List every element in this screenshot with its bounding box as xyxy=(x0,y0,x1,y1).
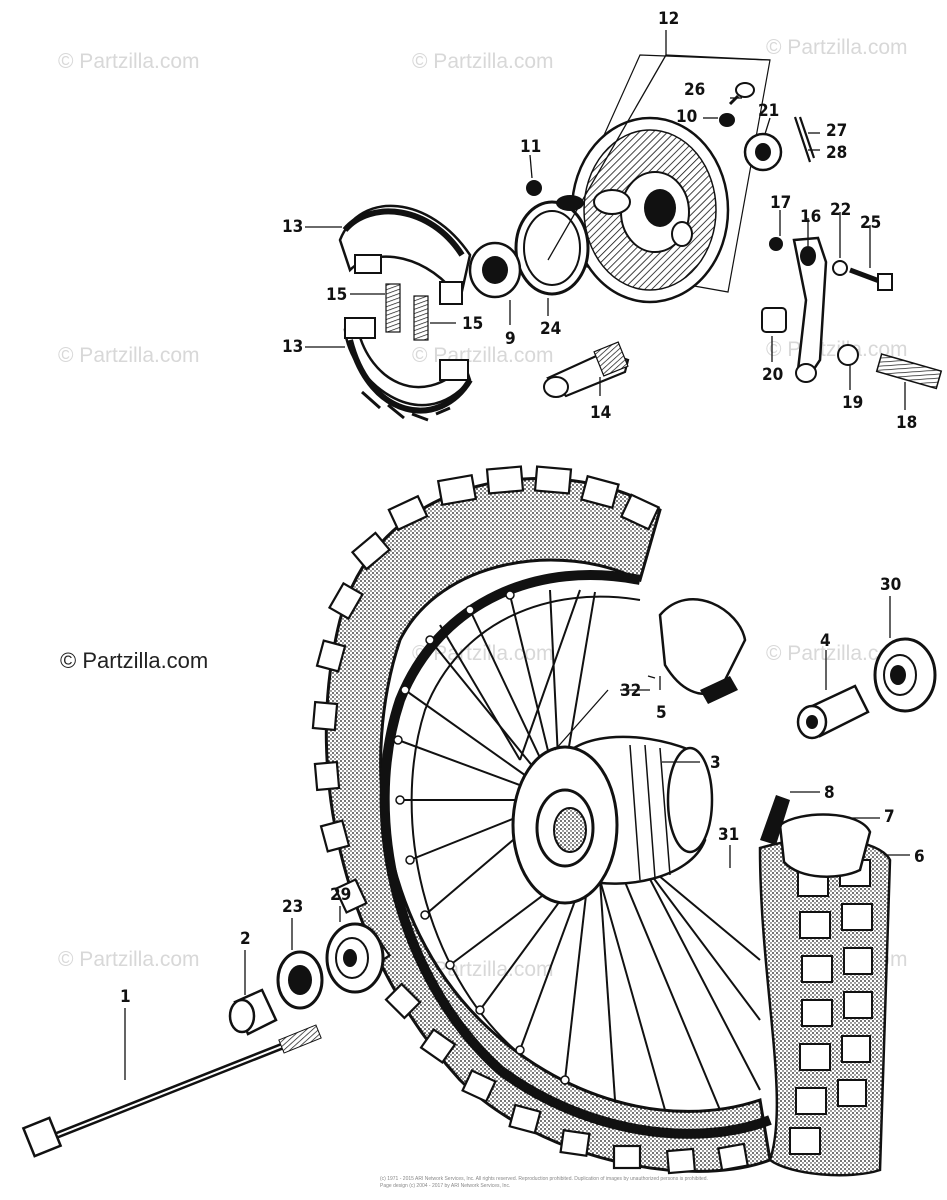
callout-5: 5 xyxy=(656,703,667,723)
callout-27: 27 xyxy=(826,121,847,141)
distance-collar xyxy=(796,684,870,740)
axle xyxy=(21,1024,322,1158)
rim xyxy=(379,570,772,1139)
callout-31: 31 xyxy=(718,825,739,845)
watermark: © Partzilla.com xyxy=(58,50,200,73)
callout-19: 19 xyxy=(842,393,863,413)
tire-section xyxy=(758,837,892,1177)
screw xyxy=(728,82,755,106)
callout-15: 15 xyxy=(326,285,347,305)
oil-seal xyxy=(276,950,324,1010)
brake-cam xyxy=(543,341,630,398)
callout-12: 12 xyxy=(658,9,679,29)
castle-nut xyxy=(743,132,783,172)
washer xyxy=(832,260,848,276)
inner-tube xyxy=(778,813,872,878)
copyright-line: (c) 1971 - 2015 ARI Network Services, In… xyxy=(380,1176,708,1182)
callout-14: 14 xyxy=(590,403,611,423)
callout-21: 21 xyxy=(758,101,779,121)
callout-8: 8 xyxy=(824,783,835,803)
collar xyxy=(837,344,859,366)
callout-3: 3 xyxy=(710,753,721,773)
cap-nut xyxy=(719,113,735,127)
callout-9: 9 xyxy=(505,329,516,349)
callout-32: 32 xyxy=(620,681,641,701)
small-nut xyxy=(526,180,542,196)
brake-panel xyxy=(547,54,771,304)
callout-29: 29 xyxy=(330,885,351,905)
brake-shoe-lower xyxy=(343,317,473,422)
pivot-bolt xyxy=(761,307,787,333)
callout-1: 1 xyxy=(120,987,131,1007)
watermark-prominent: © Partzilla.com xyxy=(60,648,209,673)
shoe-spring xyxy=(385,283,401,333)
brake-arm xyxy=(792,236,828,383)
copyright-footer: (c) 1971 - 2015 ARI Network Services, In… xyxy=(380,1176,780,1190)
leader-lines xyxy=(124,30,910,1080)
callout-7: 7 xyxy=(884,807,895,827)
axle-nut xyxy=(468,241,522,299)
callout-23: 23 xyxy=(282,897,303,917)
tube-section xyxy=(658,598,747,696)
callout-25: 25 xyxy=(860,213,881,233)
callout-22: 22 xyxy=(830,200,851,220)
bolt xyxy=(849,267,893,291)
hub xyxy=(511,735,714,905)
spacer xyxy=(228,988,278,1036)
watermark: © Partzilla.com xyxy=(766,642,908,665)
watermark: © Partzilla.com xyxy=(412,50,554,73)
callout-16: 16 xyxy=(800,207,821,227)
watermark: © Partzilla.com xyxy=(766,36,908,59)
callout-2: 2 xyxy=(240,929,251,949)
right-bearing xyxy=(873,637,937,713)
callout-4: 4 xyxy=(820,631,831,651)
callout-18: 18 xyxy=(896,413,917,433)
return-spring xyxy=(875,353,943,390)
callout-13b: 13 xyxy=(282,337,303,357)
left-bearing xyxy=(325,922,385,994)
callout-30: 30 xyxy=(880,575,901,595)
callout-15b: 15 xyxy=(462,314,483,334)
shoe-spring xyxy=(413,295,429,341)
watermark: © Partzilla.com xyxy=(412,642,554,665)
callout-17: 17 xyxy=(770,193,791,213)
callout-labels: 12 26 10 21 27 28 11 13 17 16 22 25 15 1… xyxy=(120,9,925,1007)
washer-nut xyxy=(769,237,783,251)
valve-stem xyxy=(700,676,738,704)
page-design-line: Page design (c) 2004 - 2017 by ARI Netwo… xyxy=(380,1183,511,1189)
callout-10: 10 xyxy=(676,107,697,127)
cotter-pin xyxy=(793,116,816,163)
brake-shoe-upper xyxy=(338,204,472,305)
callout-24: 24 xyxy=(540,319,561,339)
spoke-nipples xyxy=(393,590,570,1085)
rim-band xyxy=(760,795,790,845)
callout-13: 13 xyxy=(282,217,303,237)
callout-28: 28 xyxy=(826,143,847,163)
callout-26: 26 xyxy=(684,80,705,100)
watermark: © Partzilla.com xyxy=(58,948,200,971)
callout-11: 11 xyxy=(520,137,541,157)
callout-6: 6 xyxy=(914,847,925,867)
watermark: © Partzilla.com xyxy=(58,344,200,367)
callout-20: 20 xyxy=(762,365,783,385)
